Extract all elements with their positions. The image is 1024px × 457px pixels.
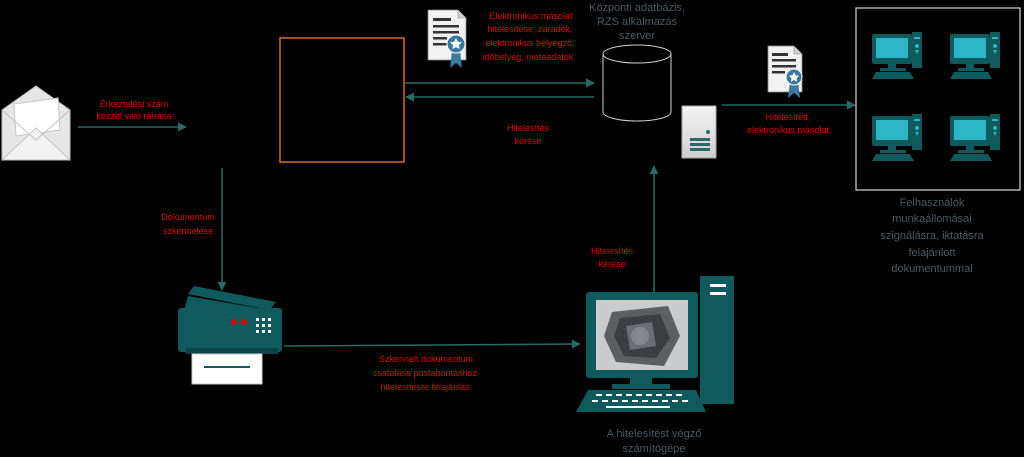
label-vegzo-2: számítógépe	[623, 443, 686, 455]
label-erkeztetesi-1: Érkeztetési szám	[100, 99, 169, 109]
label-hitelesitett-1: Hitelesített,	[765, 112, 810, 122]
workstations-box	[855, 7, 1021, 191]
certificate-icon-right	[767, 45, 803, 98]
label-ekm-3: elektronikus bélyegző,	[485, 38, 574, 48]
process-box	[279, 37, 405, 163]
label-kozponti-3: szerver	[619, 30, 655, 42]
scanner-printer-icon	[178, 286, 282, 385]
database-icon	[602, 44, 672, 122]
label-ekm-2: hitelesítése, záradék,	[487, 24, 572, 34]
certificate-icon	[427, 9, 467, 68]
server-icon	[681, 105, 717, 159]
label-hitelesites-mid-1: Hitelesítés	[591, 246, 634, 256]
label-felhasznalok-1: Felhasználók	[900, 197, 965, 209]
label-hitelesites-top-2: kérése	[514, 136, 541, 146]
label-felhasznalok-4: felajánlott	[908, 247, 955, 259]
label-szkennelt-3: hitelesítésre felajánlás	[380, 382, 470, 392]
label-ekm-1: Elektronikus másolat	[489, 11, 573, 21]
label-hitelesites-top-1: Hitelesítés	[507, 123, 550, 133]
label-ekm-4: időbélyeg, metaadatok	[483, 52, 574, 62]
arrow-scanner-to-computer	[283, 339, 581, 349]
computer-icon	[576, 276, 734, 412]
workstation-icon	[872, 114, 922, 161]
label-erkeztetesi-2: kézzel való ráírása	[96, 111, 171, 121]
label-hitelesites-mid-2: kérése	[598, 259, 625, 269]
label-dokumentum-1: Dokumentum	[161, 212, 215, 222]
label-dokumentum-2: szkennelése	[163, 226, 213, 236]
label-hitelesitett-2: elektronikus másolat	[747, 125, 830, 135]
workstation-icon	[950, 114, 1000, 161]
workstation-icon	[872, 32, 922, 79]
envelope-icon	[0, 85, 72, 161]
label-vegzo-1: A hitelesítést végző	[607, 428, 702, 440]
label-kozponti-2: RZS alkalmazás	[597, 16, 678, 28]
label-szkennelt-1: Szkennelt dokumentum	[379, 354, 473, 364]
label-kozponti-1: Központi adatbázis,	[589, 2, 685, 14]
label-felhasznalok-3: szignálásra, iktatásra	[880, 230, 984, 242]
label-szkennelt-2: csatolása postabontáshoz	[373, 368, 478, 378]
label-felhasznalok-2: munkaállomásai	[892, 213, 971, 225]
label-felhasznalok-5: dokumentummal	[891, 263, 972, 275]
screen-image	[596, 300, 688, 370]
workstation-icon	[950, 32, 1000, 79]
